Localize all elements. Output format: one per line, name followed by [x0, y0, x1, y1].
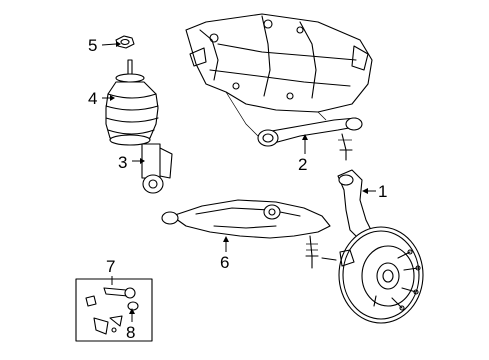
arrow-6: [223, 236, 229, 242]
lower-control-arm-illustration: [161, 199, 331, 269]
callout-5: 5: [88, 36, 97, 55]
callout-3: 3: [118, 153, 127, 172]
arrow-5: [116, 41, 121, 47]
inset-box: [75, 278, 153, 342]
callout-1: 1: [378, 182, 387, 201]
shock-absorber-illustration: [141, 143, 173, 194]
link-bushing-illustration: [127, 301, 139, 311]
steering-knuckle-hub-illustration: [321, 169, 424, 324]
callout-8: 8: [126, 323, 135, 342]
arrow-4: [110, 95, 115, 101]
upper-control-arm-illustration: [257, 117, 363, 161]
frame-bracket-illustration: [185, 13, 373, 141]
air-spring-illustration: [105, 59, 159, 146]
callout-labels: 5 4 3 2 1 6 7 8: [88, 36, 387, 342]
callout-7: 7: [106, 257, 115, 276]
arrow-1: [362, 188, 368, 194]
callout-4: 4: [88, 89, 97, 108]
leader-5: [101, 43, 117, 46]
callout-6: 6: [220, 253, 229, 272]
leader-lines: [101, 41, 376, 322]
callout-2: 2: [298, 155, 307, 174]
stabilizer-link-kit-illustration: [85, 287, 136, 335]
arrow-8: [129, 308, 135, 314]
nut-illustration: [115, 35, 135, 49]
arrow-2: [302, 134, 308, 140]
arrow-3: [140, 158, 145, 164]
